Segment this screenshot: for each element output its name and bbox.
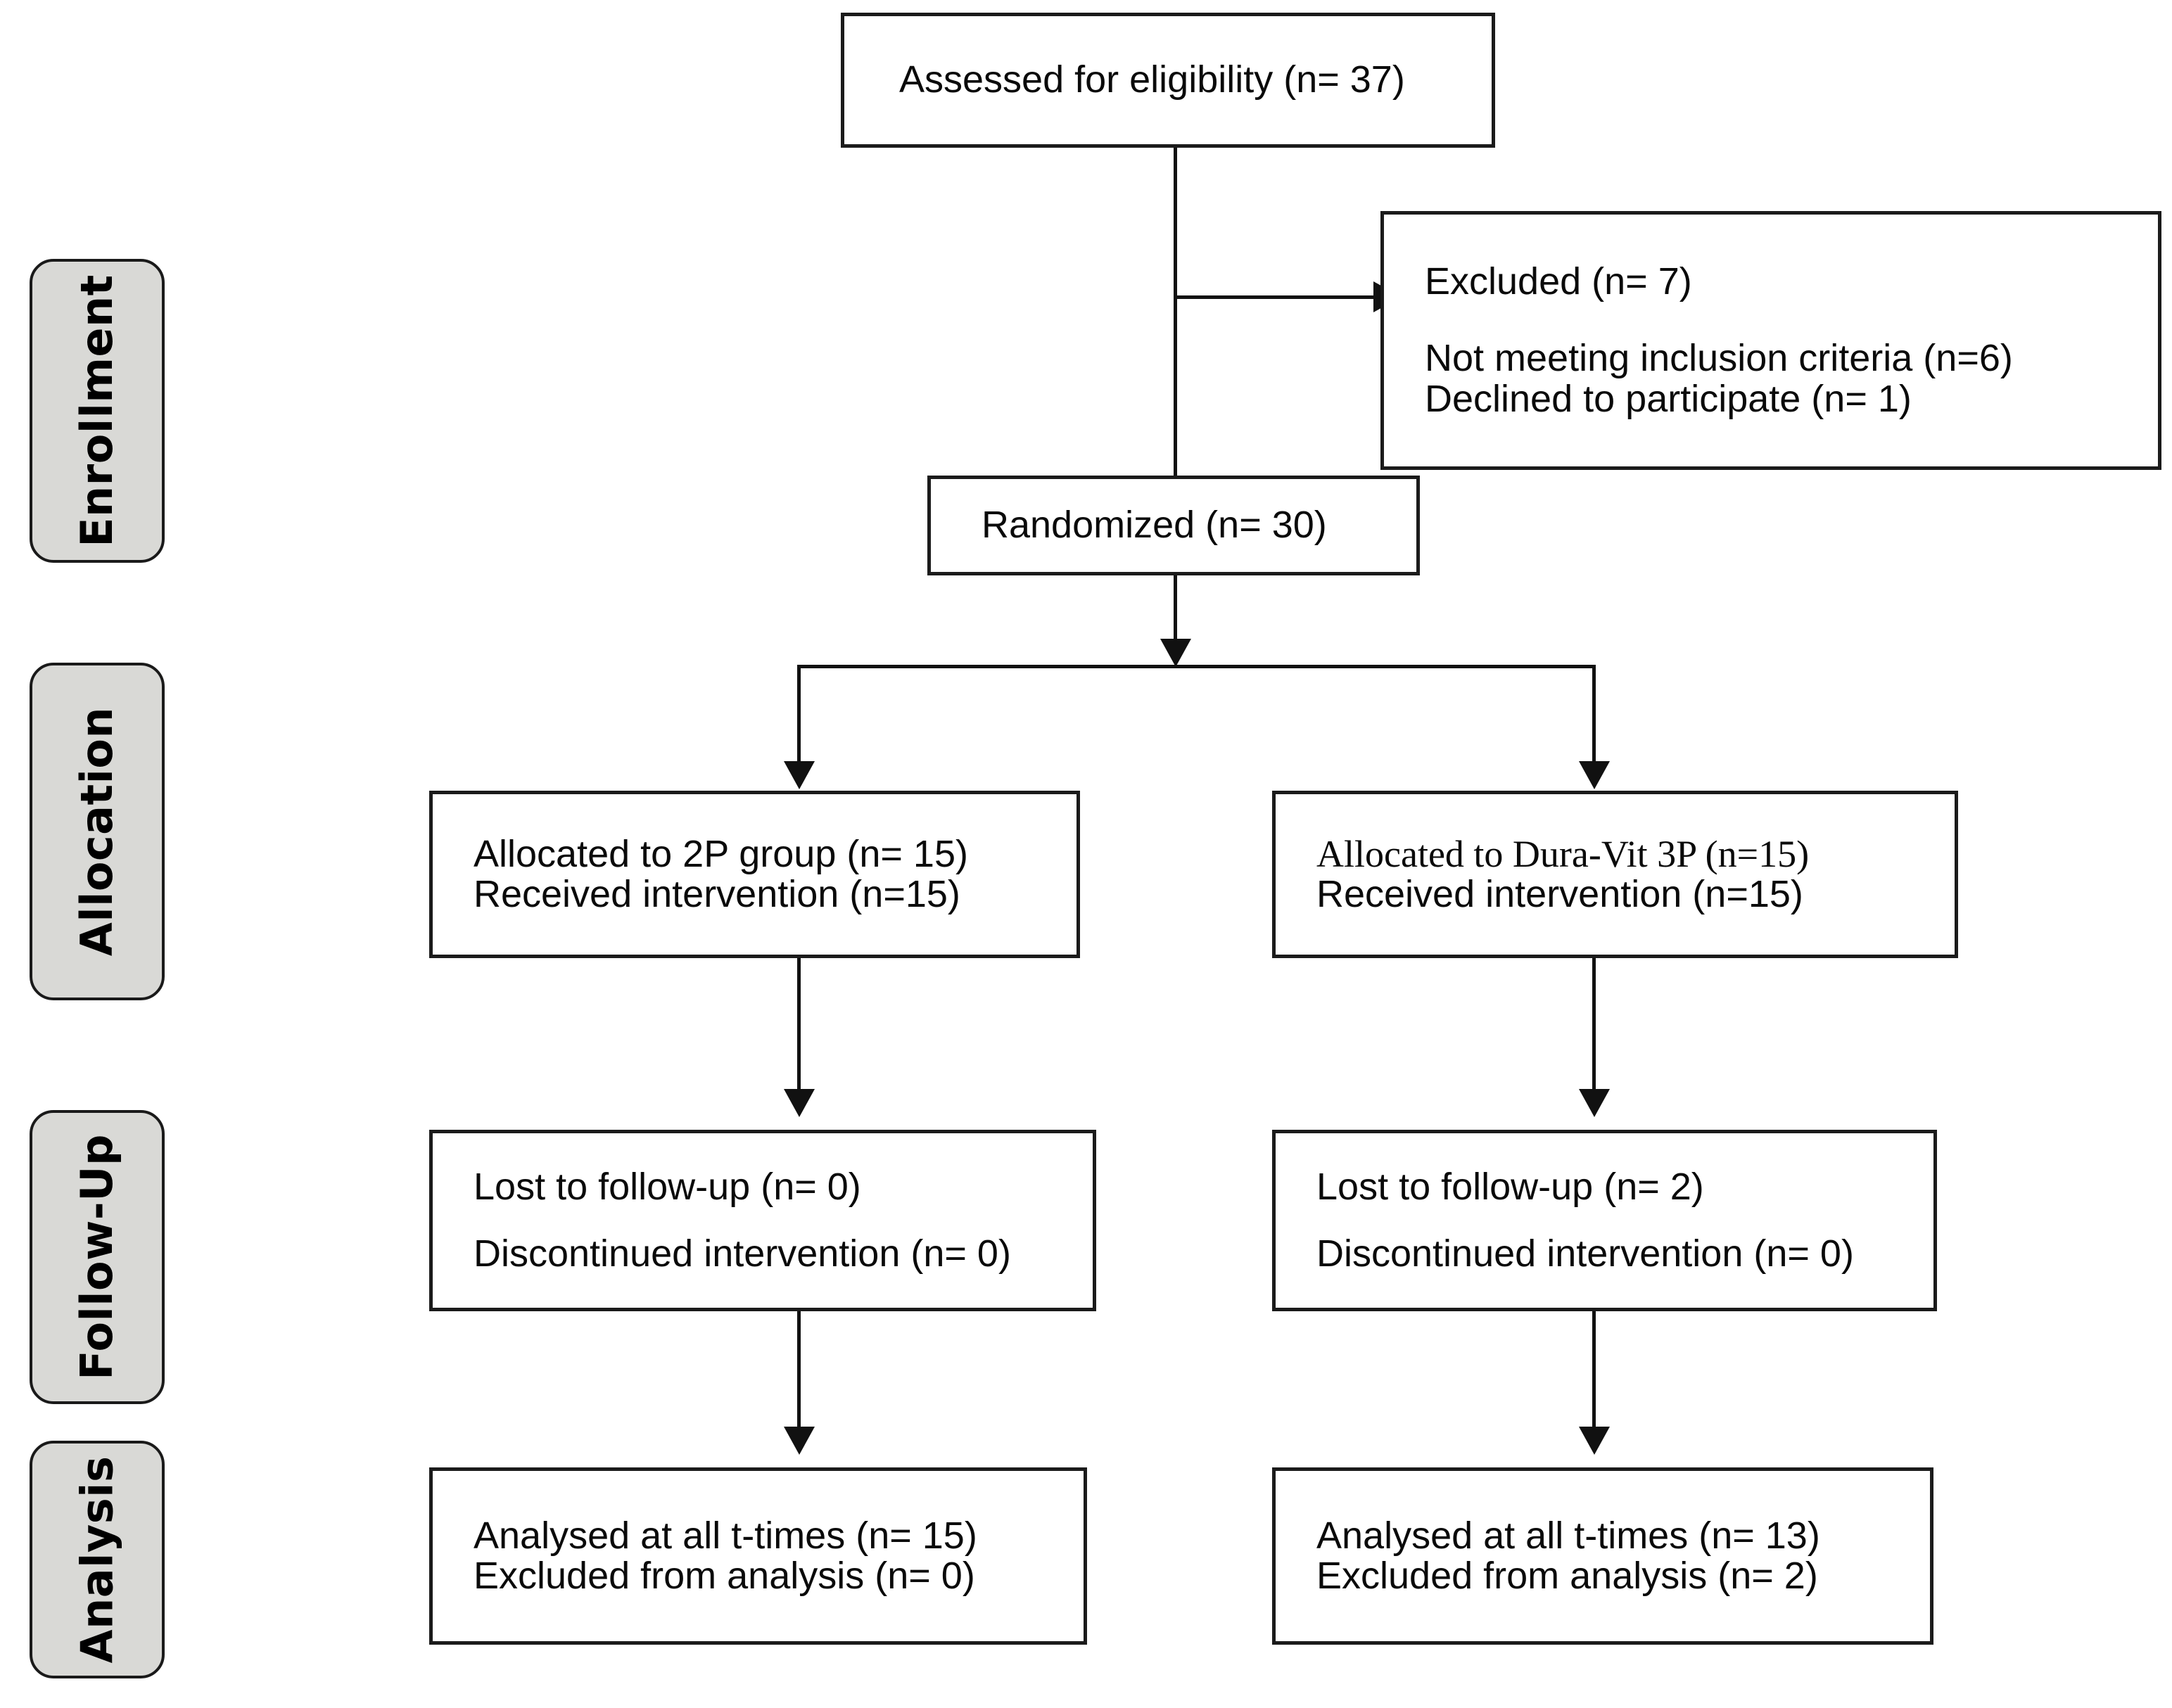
box-assessed-for-eligibility: Assessed for eligibility (n= 37)	[841, 13, 1495, 148]
stage-pill-follow-up: Follow-Up	[30, 1110, 165, 1404]
box-excluded-line-1: Excluded (n= 7)	[1425, 260, 1692, 303]
box-allocated-left-line-2: Received intervention (n=15)	[474, 873, 960, 915]
box-followup-right: Lost to follow-up (n= 2) Discontinued in…	[1272, 1130, 1937, 1311]
box-analysis-left-line-1: Analysed at all t-times (n= 15)	[474, 1514, 977, 1557]
stage-pill-analysis: Analysis	[30, 1441, 165, 1678]
stage-pill-enrollment: Enrollment	[30, 259, 165, 563]
stage-label-follow-up: Follow-Up	[71, 1134, 122, 1380]
connector-split-right	[1592, 665, 1596, 770]
box-followup-left-line-1: Lost to follow-up (n= 0)	[474, 1165, 861, 1208]
arrow-to-allocated-left	[784, 761, 815, 789]
box-followup-left-spacer	[474, 1207, 1093, 1234]
arrow-to-followup-right	[1579, 1089, 1610, 1117]
box-randomized: Randomized (n= 30)	[927, 476, 1420, 575]
box-followup-left: Lost to follow-up (n= 0) Discontinued in…	[429, 1130, 1096, 1311]
box-analysis-right-line-2: Excluded from analysis (n= 2)	[1316, 1555, 1818, 1597]
connector-alloc-to-followup-left	[797, 957, 801, 1097]
box-allocated-left-line-1: Allocated to 2P group (n= 15)	[474, 832, 968, 875]
connector-followup-to-analysis-right	[1592, 1310, 1596, 1436]
arrow-to-analysis-right	[1579, 1427, 1610, 1455]
arrow-to-allocated-right	[1579, 761, 1610, 789]
connector-to-excluded	[1174, 295, 1378, 299]
box-allocated-right: Allocated to Dura-Vit 3P (n=15) Received…	[1272, 791, 1958, 958]
box-assessed-line-1: Assessed for eligibility (n= 37)	[899, 58, 1405, 101]
box-followup-right-spacer	[1316, 1207, 1933, 1234]
stage-label-enrollment: Enrollment	[71, 274, 123, 547]
box-allocated-right-line-2: Received intervention (n=15)	[1316, 873, 1803, 915]
stage-label-analysis: Analysis	[71, 1455, 122, 1664]
box-followup-left-line-2: Discontinued intervention (n= 0)	[474, 1232, 1011, 1275]
box-analysis-left-line-2: Excluded from analysis (n= 0)	[474, 1555, 975, 1597]
box-analysis-right-line-1: Analysed at all t-times (n= 13)	[1316, 1514, 1820, 1557]
box-randomized-line-1: Randomized (n= 30)	[982, 504, 1327, 547]
arrow-randomized-split	[1160, 639, 1191, 667]
connector-randomized-stem	[1174, 575, 1177, 653]
box-allocated-left: Allocated to 2P group (n= 15) Received i…	[429, 791, 1080, 958]
connector-assessed-to-randomized	[1174, 146, 1177, 477]
box-excluded-line-2: Not meeting inclusion criteria (n=6)	[1425, 337, 2013, 380]
box-analysis-left: Analysed at all t-times (n= 15) Excluded…	[429, 1467, 1087, 1645]
box-analysis-right: Analysed at all t-times (n= 13) Excluded…	[1272, 1467, 1933, 1645]
box-followup-right-line-2: Discontinued intervention (n= 0)	[1316, 1232, 1854, 1275]
box-allocated-right-line-1: Allocated to Dura-Vit 3P (n=15)	[1316, 832, 1810, 875]
arrow-to-analysis-left	[784, 1427, 815, 1455]
connector-split-bar	[797, 665, 1596, 668]
connector-followup-to-analysis-left	[797, 1310, 801, 1436]
box-excluded: Excluded (n= 7) Not meeting inclusion cr…	[1380, 211, 2161, 470]
connector-split-left	[797, 665, 801, 770]
stage-label-allocation: Allocation	[71, 706, 123, 957]
box-followup-right-line-1: Lost to follow-up (n= 2)	[1316, 1165, 1704, 1208]
stage-pill-allocation: Allocation	[30, 663, 165, 1000]
arrow-to-followup-left	[784, 1089, 815, 1117]
box-excluded-spacer	[1425, 302, 2158, 338]
connector-alloc-to-followup-right	[1592, 957, 1596, 1097]
box-excluded-line-3: Declined to participate (n= 1)	[1425, 377, 1912, 420]
